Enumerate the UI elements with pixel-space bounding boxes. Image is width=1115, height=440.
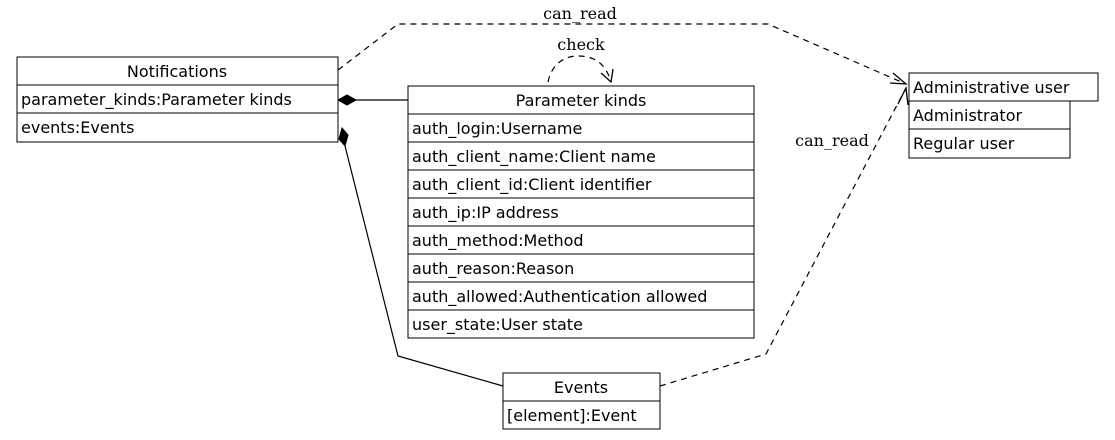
- composition-diamond-events: [338, 126, 349, 148]
- class-row-parameter-kinds: parameter_kinds:Parameter kinds: [21, 90, 292, 110]
- class-title-parameter-kinds: Parameter kinds: [516, 91, 647, 110]
- param-row-auth-reason: auth_reason:Reason: [412, 259, 574, 279]
- edge-notifications-admin: [337, 23, 907, 85]
- class-row-regular-user: Regular user: [913, 134, 1015, 153]
- param-row-auth-login: auth_login:Username: [412, 119, 582, 139]
- edge-label-check: check: [557, 35, 605, 54]
- edge-events-admin: [659, 87, 907, 387]
- class-title-events: Events: [554, 378, 608, 397]
- param-row-auth-allowed: auth_allowed:Authentication allowed: [412, 287, 707, 307]
- param-row-auth-ip: auth_ip:IP address: [412, 203, 559, 223]
- arrowhead-admin-bottom: [897, 85, 909, 106]
- param-row-auth-method: auth_method:Method: [412, 231, 584, 251]
- class-row-element-event: [element]:Event: [507, 406, 637, 425]
- composition-diamond-parameter-kinds: [336, 94, 358, 106]
- class-box-administrative-user: Administrative user Administrator Regula…: [908, 72, 1099, 159]
- class-title-notifications: Notifications: [127, 62, 227, 81]
- arrowhead-check: [600, 68, 614, 84]
- param-row-auth-client-id: auth_client_id:Client identifier: [412, 175, 652, 195]
- class-box-notifications: Notifications parameter_kinds:Parameter …: [16, 56, 339, 143]
- class-row-administrator: Administrator: [913, 106, 1022, 125]
- class-box-events: Events [element]:Event: [502, 372, 661, 430]
- arrowhead-admin-top: [889, 72, 908, 85]
- edge-label-can-read-top: can_read: [543, 4, 617, 23]
- edge-notifications-events: [344, 145, 504, 387]
- class-row-events: events:Events: [21, 118, 134, 137]
- edge-label-can-read-bottom: can_read: [795, 131, 869, 150]
- class-box-parameter-kinds: Parameter kinds auth_login:Username auth…: [407, 85, 755, 339]
- class-title-administrative-user: Administrative user: [913, 78, 1070, 97]
- edge-parameter-kinds-check: [547, 55, 612, 83]
- param-row-user-state: user_state:User state: [412, 315, 583, 335]
- param-row-auth-client-name: auth_client_name:Client name: [412, 147, 656, 167]
